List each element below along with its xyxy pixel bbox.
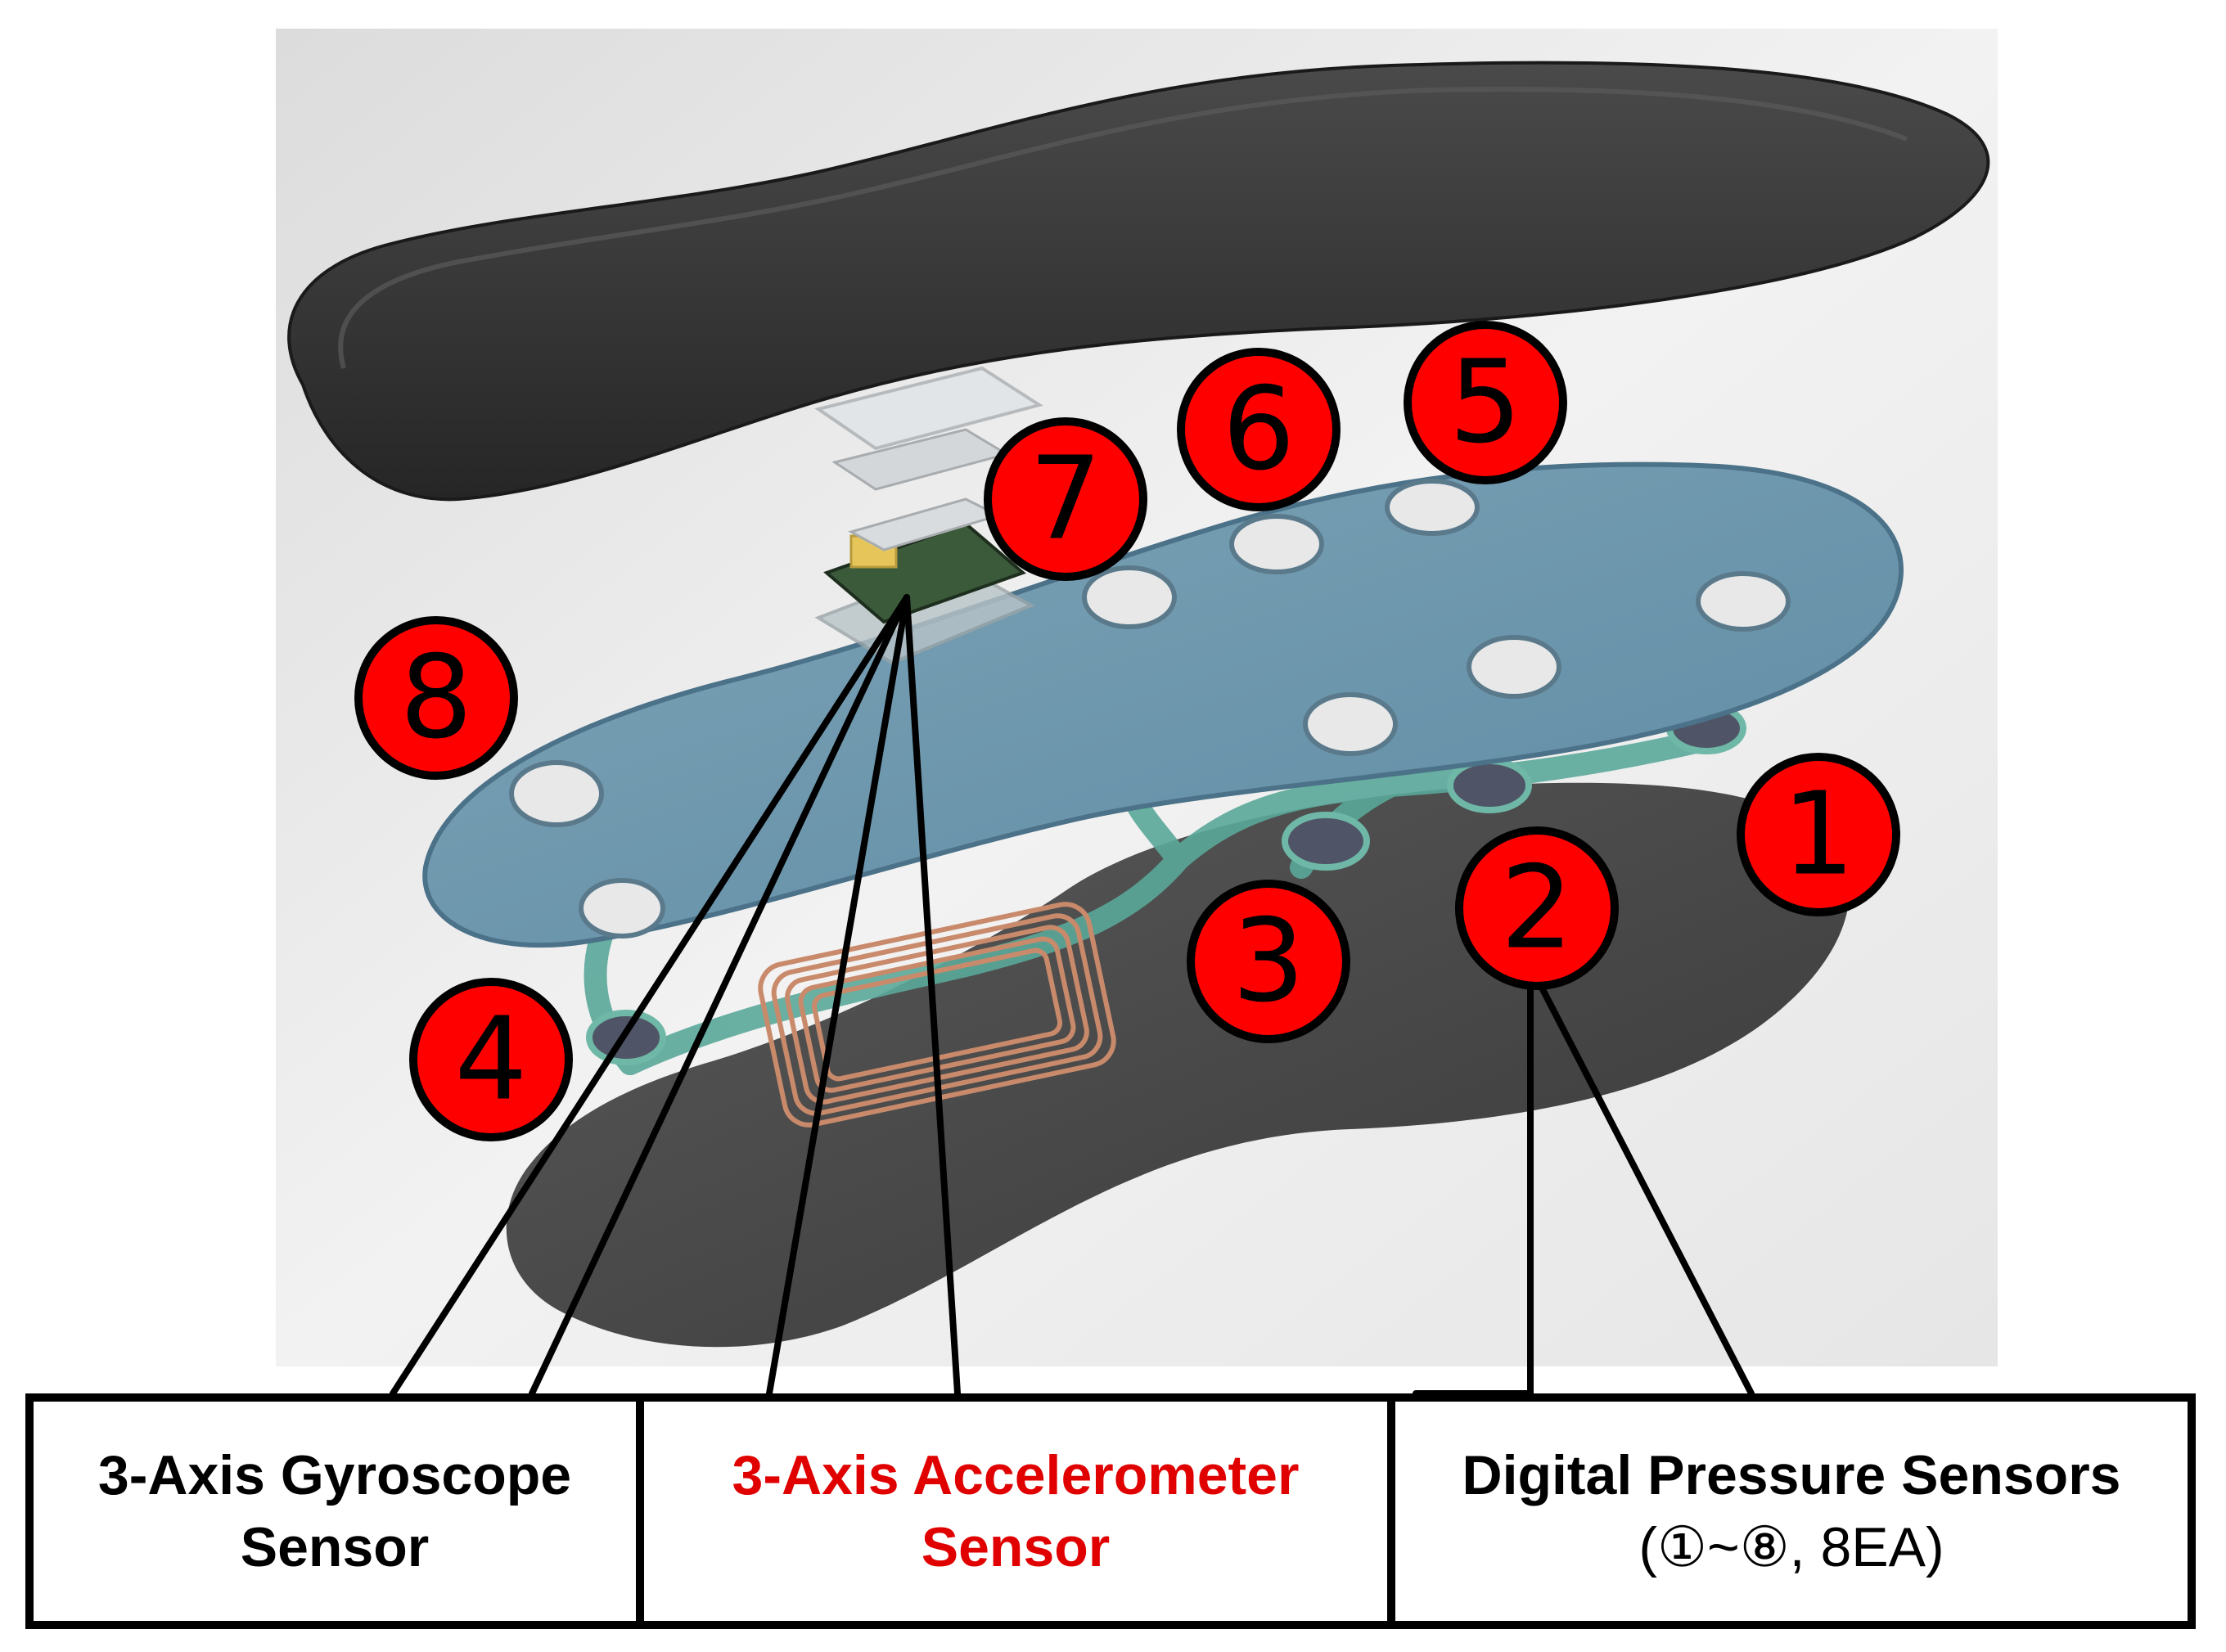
electronics-module bbox=[814, 366, 1043, 665]
accel-leader-2 bbox=[903, 594, 961, 1397]
marker-5: 5 bbox=[1404, 321, 1567, 484]
marker-6: 6 bbox=[1177, 348, 1341, 511]
caption-table: 3-Axis Gyroscope Sensor 3-Axis Accelerom… bbox=[25, 1393, 2196, 1629]
callout-lines bbox=[390, 594, 1755, 1397]
pressure-caption-line2: (①~⑧, 8EA) bbox=[1638, 1516, 1944, 1578]
top-insole-inner bbox=[338, 87, 1908, 369]
gyroscope-caption-line2: Sensor bbox=[240, 1516, 430, 1578]
marker-3: 3 bbox=[1187, 880, 1350, 1043]
accelerometer-caption-box: 3-Axis Accelerometer Sensor bbox=[636, 1393, 1395, 1629]
marker-1: 1 bbox=[1737, 753, 1900, 916]
charging-coil bbox=[758, 902, 1116, 1128]
svg-text:3: 3 bbox=[1232, 895, 1305, 1029]
gyro-leader-1 bbox=[390, 594, 910, 1397]
svg-text:5: 5 bbox=[1449, 336, 1521, 470]
gyroscope-caption-box: 3-Axis Gyroscope Sensor bbox=[25, 1393, 644, 1629]
gyro-leader-2 bbox=[529, 594, 910, 1397]
svg-text:8: 8 bbox=[399, 632, 472, 765]
pcb-holes bbox=[509, 479, 1791, 939]
svg-text:7: 7 bbox=[1029, 433, 1102, 566]
pressure-caption-box: Digital Pressure Sensors (①~⑧, 8EA) bbox=[1387, 1393, 2196, 1629]
svg-text:2: 2 bbox=[1500, 842, 1573, 975]
pressure-caption-line1: Digital Pressure Sensors bbox=[1462, 1443, 2121, 1506]
marker-2: 2 bbox=[1455, 826, 1619, 990]
marker-4: 4 bbox=[409, 978, 573, 1141]
top-insole-layer bbox=[287, 61, 1990, 502]
accelerometer-caption-line2: Sensor bbox=[921, 1516, 1111, 1578]
svg-text:1: 1 bbox=[1782, 768, 1854, 902]
accel-leader-1 bbox=[766, 594, 910, 1397]
accelerometer-caption-line1: 3-Axis Accelerometer bbox=[732, 1443, 1300, 1506]
svg-text:6: 6 bbox=[1222, 363, 1295, 497]
gyroscope-caption-line1: 3-Axis Gyroscope bbox=[97, 1443, 572, 1506]
svg-text:4: 4 bbox=[454, 993, 527, 1127]
marker-7: 7 bbox=[984, 417, 1147, 581]
marker-8: 8 bbox=[354, 616, 518, 780]
pressure-leader-2 bbox=[1527, 962, 1755, 1397]
